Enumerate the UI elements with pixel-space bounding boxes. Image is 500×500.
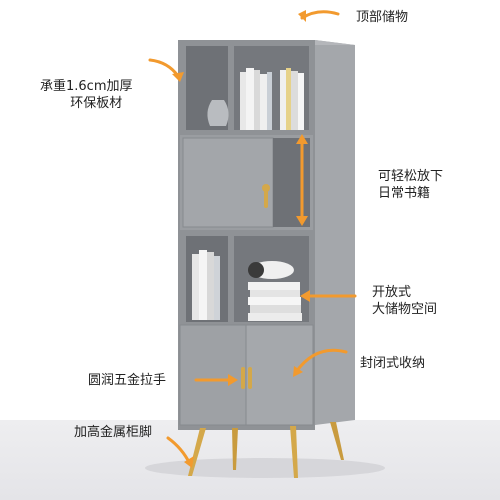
vase-decor (207, 100, 229, 126)
label-books-line2: 日常书籍 (378, 186, 431, 201)
arrow-heads (172, 10, 310, 468)
floor-shadow (145, 458, 385, 478)
label-open-line1: 开放式 (372, 285, 412, 300)
label-board-line1: 承重1.6cm加厚 (40, 79, 133, 94)
label-books: 可轻松放下 日常书籍 (378, 168, 443, 202)
middle-door-handle (264, 188, 268, 208)
label-board-line2: 环保板材 (70, 96, 123, 111)
label-open-line2: 大储物空间 (372, 302, 438, 317)
label-legs: 加高金属柜脚 (74, 425, 153, 440)
middle-open-slot (273, 138, 310, 227)
cabinet-side-panel (315, 40, 355, 425)
arrow-top-storage (300, 10, 340, 20)
arrow-closed-storage (294, 348, 348, 374)
lower-books (192, 250, 220, 320)
label-board: 承重1.6cm加厚 环保板材 (40, 78, 133, 112)
label-handle: 圆润五金拉手 (88, 373, 167, 388)
top-books (240, 68, 304, 130)
bottom-right-door (245, 324, 314, 426)
middle-door (182, 137, 274, 228)
magazine-stack (248, 261, 302, 321)
arrow-board (148, 58, 180, 78)
bottom-left-handle (241, 367, 245, 389)
label-open-space: 开放式 大储物空间 (372, 284, 437, 318)
label-books-line1: 可轻松放下 (378, 169, 444, 184)
bottom-right-handle (248, 367, 252, 389)
bottom-left-door (179, 324, 247, 426)
label-top-storage: 顶部储物 (356, 10, 409, 25)
label-closed-storage: 封闭式收纳 (360, 356, 426, 371)
arrow-legs (166, 436, 192, 466)
